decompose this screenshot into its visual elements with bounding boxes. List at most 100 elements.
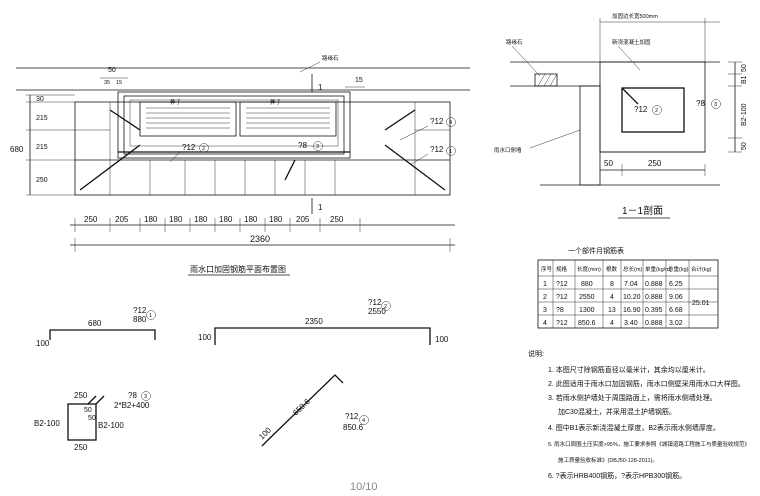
- svg-text:6.68: 6.68: [669, 307, 683, 314]
- section-dim-bottom-2: 250: [648, 159, 662, 168]
- plan-callout-2-num: 2: [202, 146, 205, 152]
- section-mark-bottom: 1: [318, 203, 323, 212]
- section-callout-3-num: 3: [714, 102, 717, 108]
- dim-bottom-5: 180: [194, 215, 208, 224]
- note-3: 3. 若雨水侧护墙处于周围路面上，需将雨水侧墙处理。: [548, 393, 717, 402]
- shape1-sub: 880: [133, 315, 147, 324]
- bar-shape-3: 250 B2-100 B2-100 250 50 50 ?8 3 2*B2+40…: [34, 391, 151, 452]
- svg-text:?12: ?12: [556, 320, 568, 327]
- svg-text:4: 4: [610, 320, 614, 327]
- table-row: 3 ?8 1300 13 16.90 0.395 6.68: [543, 307, 683, 314]
- rebar-table: 一个部件月钢筋表 序号 规格 长度(mm) 根数 总长(m) 单重(kg/m) …: [537, 246, 719, 329]
- shape3-w: 250: [74, 391, 88, 400]
- shape2-num: 2: [384, 304, 387, 310]
- section-callout-3: ?8: [696, 99, 705, 108]
- svg-text:16.90: 16.90: [623, 307, 641, 314]
- svg-text:0.888: 0.888: [645, 320, 663, 327]
- grate-label-right: 箅子: [270, 98, 282, 106]
- shape3-a: 50: [84, 407, 92, 414]
- th-len: 长度(mm): [577, 265, 601, 273]
- plan-callout-2: ?12: [182, 143, 196, 152]
- table-row: 2 ?12 2550 4 10.20 0.888 9.06: [543, 294, 683, 301]
- curb-label: 路缘石: [322, 54, 339, 62]
- section-title: 1－1剖面: [622, 204, 663, 217]
- shape2-label: ?12: [368, 298, 382, 307]
- svg-text:850.6: 850.6: [578, 320, 596, 327]
- shape3-label: ?8: [128, 391, 137, 400]
- shape3-num: 3: [144, 394, 147, 400]
- th-no: 序号: [541, 265, 553, 273]
- svg-text:3: 3: [543, 307, 547, 314]
- section-callout-2-num: 2: [655, 108, 658, 114]
- section-dim-right-1: 50: [741, 64, 748, 72]
- svg-text:?12: ?12: [556, 281, 568, 288]
- note-3b: 加C30混凝土，并采用混土护墙钢筋。: [558, 407, 676, 416]
- plan-callout-4: ?12: [430, 117, 444, 126]
- dim-bottom-2: 205: [115, 215, 129, 224]
- svg-text:13: 13: [608, 307, 616, 314]
- shape3-h: B2-100: [34, 419, 60, 428]
- dim-left-3: 215: [36, 144, 48, 151]
- svg-text:880: 880: [581, 281, 593, 288]
- shape1-length: 680: [88, 319, 102, 328]
- shape3-h2: B2-100: [98, 421, 124, 430]
- shape3-w2: 250: [74, 443, 88, 452]
- dim-left-2: 215: [36, 115, 48, 122]
- svg-text:7.04: 7.04: [624, 281, 638, 288]
- dim-total-height: 680: [10, 145, 24, 154]
- plan-callout-1-num: 1: [449, 149, 452, 155]
- dim-total-width: 2360: [250, 234, 270, 244]
- shape4-num: 4: [362, 418, 365, 424]
- note-4: 4. 图中B1表示新浇混凝土厚度，B2表示雨水侧墙厚度。: [548, 423, 720, 432]
- notes-heading: 说明:: [528, 349, 544, 358]
- dim-bottom-1: 250: [84, 215, 98, 224]
- shape1-leg: 100: [36, 339, 50, 348]
- note-6: 6. ?表示HRB400钢筋，?表示HPB300钢筋。: [548, 471, 686, 480]
- shape2-length: 2350: [305, 317, 323, 326]
- table-total: 25.01: [692, 300, 710, 307]
- section-dim-right-3: B2-100: [741, 103, 748, 126]
- section-dim-bottom-1: 50: [604, 159, 613, 168]
- bar-shape-1: 680 100 ?12 880 1: [36, 306, 156, 348]
- svg-text:2550: 2550: [579, 294, 595, 301]
- svg-text:?12: ?12: [556, 294, 568, 301]
- svg-text:3.40: 3.40: [624, 320, 638, 327]
- svg-text:8: 8: [610, 281, 614, 288]
- shape2-leg2: 100: [435, 335, 449, 344]
- plan-callout-4-num: 4: [449, 120, 452, 126]
- dim-bottom-4: 180: [169, 215, 183, 224]
- shape2-sub: 2550: [368, 307, 386, 316]
- shape1-num: 1: [149, 313, 152, 319]
- page-number: 10/10: [350, 481, 378, 493]
- dim-bottom-8: 180: [269, 215, 283, 224]
- svg-text:4: 4: [610, 294, 614, 301]
- shape1-label: ?12: [133, 306, 147, 315]
- th-total-len: 总长(m): [623, 265, 642, 273]
- section-label-concrete: 新浇混凝土加固: [612, 38, 651, 46]
- dim-bottom-6: 180: [219, 215, 233, 224]
- svg-text:9.06: 9.06: [669, 294, 683, 301]
- table-row: 4 ?12 850.6 4 3.40 0.888 3.02: [543, 320, 683, 327]
- svg-text:4: 4: [543, 320, 547, 327]
- note-5b: 施工质量验收标准》(DBJ50-128-2011)。: [558, 456, 658, 464]
- th-total-wt: 总重(kg): [668, 265, 689, 273]
- dim-bottom-10: 250: [330, 215, 344, 224]
- svg-text:3.02: 3.02: [669, 320, 683, 327]
- th-unit-wt: 单重(kg/m): [645, 265, 672, 273]
- grate-slots: [146, 107, 330, 129]
- dim-top-4: 15: [355, 77, 363, 84]
- svg-text:0.888: 0.888: [645, 281, 663, 288]
- section-view: 加固边长宽500mm 路缘石 新浇混凝土加固 雨水口侧墙 ?12 2 ?8 3: [494, 12, 748, 219]
- svg-text:?8: ?8: [556, 307, 564, 314]
- shape2-leg: 100: [198, 333, 212, 342]
- dim-bottom-3: 180: [144, 215, 158, 224]
- svg-text:0.395: 0.395: [645, 307, 663, 314]
- th-sum: 合计(kg): [691, 265, 712, 273]
- dim-left-4: 250: [36, 177, 48, 184]
- svg-text:1: 1: [543, 281, 547, 288]
- section-label-wall: 雨水口侧墙: [494, 146, 522, 154]
- dim-top-1: 50: [108, 67, 116, 74]
- bar-shape-2: 2350 100 100 ?12 2550 2: [198, 298, 449, 345]
- shape4-sub: 850.6: [343, 423, 364, 432]
